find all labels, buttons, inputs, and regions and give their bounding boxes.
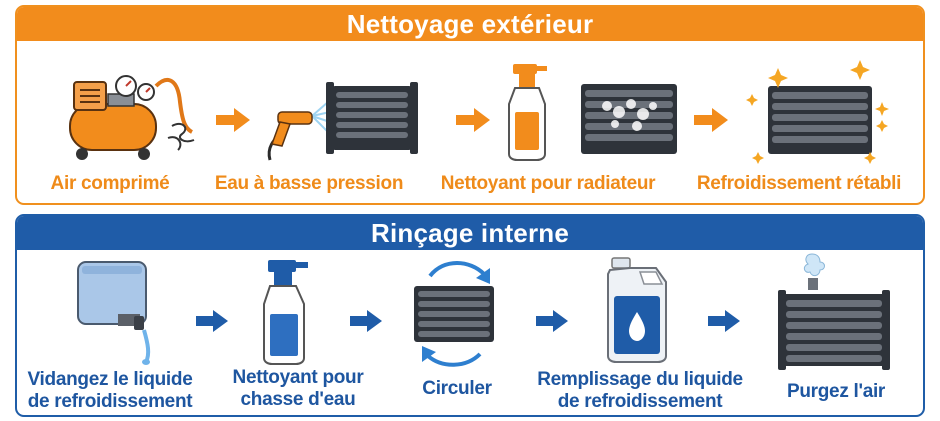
- exterior-cleaning-panel: Nettoyage extérieur: [15, 5, 925, 205]
- flow-arrow-right-icon: [456, 108, 490, 132]
- internal-flush-panel: Rinçage interne: [15, 214, 925, 417]
- step-refill-coolant: [604, 256, 674, 366]
- coolant-jug-icon: [607, 257, 667, 363]
- flow-arrow-right-icon: [350, 310, 382, 332]
- step-label-radiator-cleaner: Nettoyant pour radiateur: [440, 173, 656, 194]
- step-air-compressor: [60, 72, 210, 162]
- step-radiator-cleaner: [505, 62, 685, 162]
- internal-flush-title: Rinçage interne: [17, 216, 923, 250]
- step-flush-cleaner: [262, 258, 322, 366]
- step-label-circulate: Circuler: [422, 378, 492, 399]
- exterior-cleaning-title: Nettoyage extérieur: [17, 7, 923, 41]
- flow-arrow-right-icon: [196, 310, 228, 332]
- step-bleed-air: [776, 250, 892, 370]
- step-pressure-washer: [262, 72, 422, 162]
- spray-bottle-icon: [508, 64, 677, 161]
- flow-arrow-right-icon: [216, 108, 250, 132]
- step-label-flush-cleaner: Nettoyant pour chasse d'eau: [232, 367, 364, 410]
- flow-arrow-right-icon: [708, 310, 740, 332]
- bleed-radiator-icon: [778, 253, 890, 370]
- pressure-washer-icon: [267, 82, 418, 161]
- flow-arrow-right-icon: [694, 108, 728, 132]
- step-label-cooling-restored: Refroidissement rétabli: [696, 173, 902, 194]
- circulate-arrows-icon: [414, 261, 494, 367]
- step-circulate: [404, 258, 504, 370]
- clean-radiator-icon: [746, 60, 889, 164]
- air-compressor-icon: [69, 75, 195, 160]
- step-label-air-compressor: Air comprimé: [50, 173, 170, 194]
- step-label-refill-coolant: Remplissage du liquide de refroidissemen…: [537, 369, 743, 412]
- step-label-bleed-air: Purgez l'air: [786, 381, 886, 402]
- step-drain-coolant: [74, 258, 174, 366]
- drain-tank-icon: [77, 261, 151, 365]
- flush-spray-icon: [263, 260, 308, 365]
- step-label-drain-coolant: Vidangez le liquide de refroidissement: [27, 369, 193, 412]
- step-cooling-restored: [746, 58, 898, 164]
- step-label-pressure-washer: Eau à basse pression: [214, 173, 404, 194]
- flow-arrow-right-icon: [536, 310, 568, 332]
